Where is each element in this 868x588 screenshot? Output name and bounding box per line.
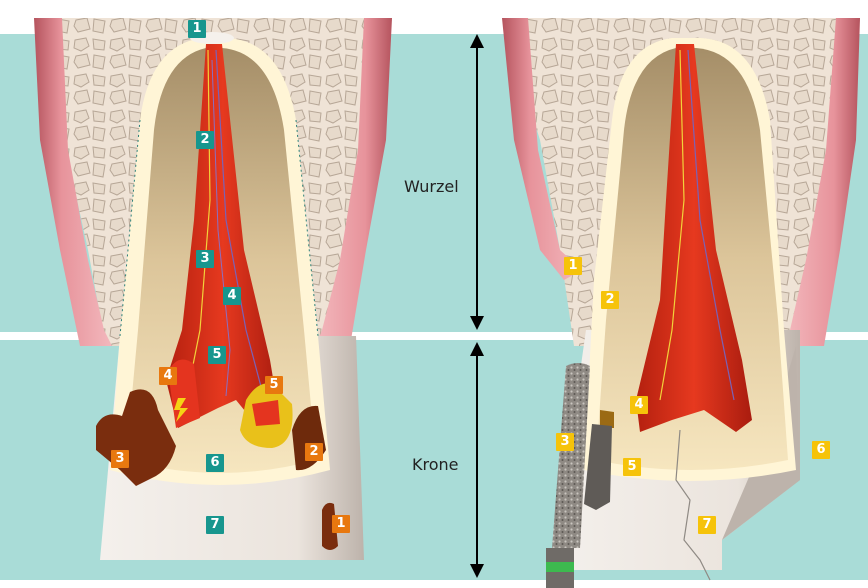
marker-yellow-4: 4 xyxy=(630,396,648,414)
marker-yellow-1: 1 xyxy=(564,257,582,275)
marker-orange-4: 4 xyxy=(159,367,177,385)
marker-yellow-7: 7 xyxy=(698,516,716,534)
marker-teal-1: 1 xyxy=(188,20,206,38)
marker-orange-5: 5 xyxy=(265,376,283,394)
marker-teal-6: 6 xyxy=(206,454,224,472)
marker-yellow-5: 5 xyxy=(623,458,641,476)
marker-teal-2: 2 xyxy=(196,131,214,149)
marker-yellow-3: 3 xyxy=(556,433,574,451)
marker-yellow-6: 6 xyxy=(812,441,830,459)
marker-teal-3: 3 xyxy=(196,250,214,268)
marker-orange-2: 2 xyxy=(305,443,323,461)
marker-teal-4: 4 xyxy=(223,287,241,305)
marker-teal-7: 7 xyxy=(206,516,224,534)
marker-orange-1: 1 xyxy=(332,515,350,533)
marker-yellow-2: 2 xyxy=(601,291,619,309)
root-label: Wurzel xyxy=(404,177,459,196)
bur-green-ring xyxy=(546,562,574,572)
crown-label: Krone xyxy=(412,455,459,474)
marker-orange-3: 3 xyxy=(111,450,129,468)
marker-teal-5: 5 xyxy=(208,346,226,364)
